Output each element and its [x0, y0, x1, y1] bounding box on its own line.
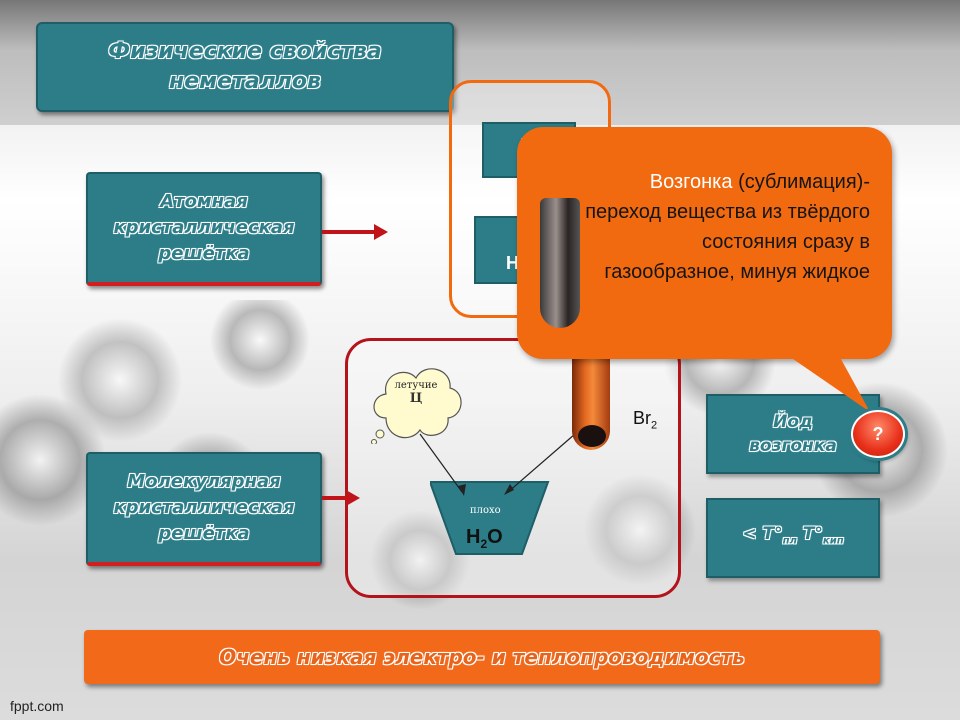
callout-text: Возгонка (сублимация)- переход вещества … — [570, 167, 870, 287]
conductivity-banner: Очень низкая электро- и теплопроводимост… — [84, 630, 880, 684]
bromine-formula: Br2 — [633, 408, 657, 432]
water-formula-h: H — [466, 526, 481, 548]
callout-tail — [780, 350, 870, 412]
temp-sub1: пл — [782, 535, 797, 547]
bromine-formula-sub: 2 — [651, 419, 658, 432]
callout-keyword: Возгонка — [649, 171, 733, 193]
connector-lines — [419, 433, 576, 496]
water-formula-o: O — [487, 526, 503, 548]
molecular-lattice-label: Молекулярная кристаллическая решётка — [113, 471, 295, 544]
iodine-tube-image — [540, 198, 580, 328]
bromine-tube-bottom — [578, 425, 606, 447]
temp-sub2: кип — [822, 535, 844, 547]
bromine-formula-main: Br — [633, 408, 651, 428]
temp-lt: < T° — [742, 524, 783, 545]
temp-mid: T° — [796, 524, 823, 545]
iodine-scroll-text: Йод возгонка — [749, 410, 837, 458]
cloud-line1: летучие — [394, 380, 438, 391]
water-formula-sub: 2 — [480, 537, 488, 551]
water-funnel-icon — [430, 481, 550, 555]
funnel-label: плохо — [470, 505, 501, 516]
molecular-lattice-box: Молекулярная кристаллическая решётка — [86, 452, 322, 566]
water-formula: H2O — [466, 526, 503, 551]
iodine-line1: Йод — [773, 412, 813, 432]
slide-title-box: Физические свойства неметаллов — [36, 22, 454, 112]
cloud-line2: Ц — [409, 391, 423, 406]
iodine-line2: возгонка — [749, 436, 837, 456]
atomic-lattice-label: Атомная кристаллическая решётка — [113, 191, 295, 264]
callout-definition: (сублимация)- переход вещества из твёрдо… — [585, 171, 870, 283]
help-button[interactable]: ? — [851, 410, 905, 458]
insoluble-box-label: Н — [506, 253, 519, 273]
arrow-molecular — [322, 490, 360, 506]
footer-brand: fppt.com — [10, 698, 64, 714]
atomic-lattice-box: Атомная кристаллическая решётка — [86, 172, 322, 286]
cloud-label: летучие Ц — [376, 380, 456, 406]
arrow-atomic — [322, 224, 388, 240]
volatile-cloud-icon — [371, 368, 462, 444]
conductivity-text: Очень низкая электро- и теплопроводимост… — [219, 645, 745, 669]
slide-title: Физические свойства неметаллов — [108, 39, 382, 94]
temperature-text: < T°пл T°кип — [742, 522, 843, 553]
temperature-scroll: < T°пл T°кип — [706, 498, 880, 578]
